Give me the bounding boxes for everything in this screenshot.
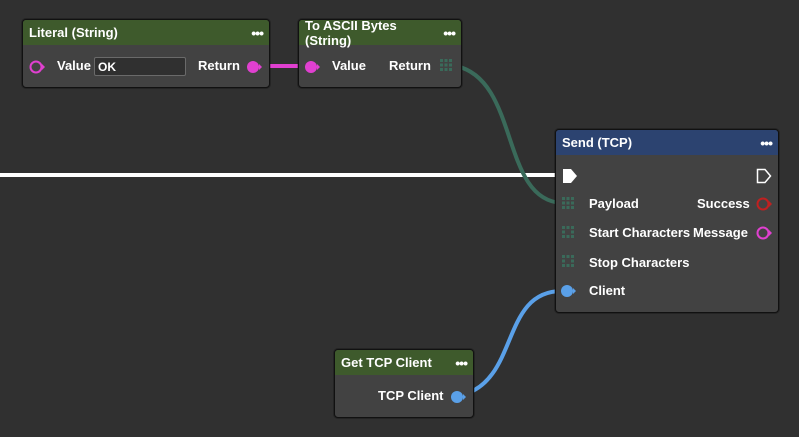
node-send-tcp[interactable]: Send (TCP) ••• Payload Success Start Cha…: [555, 129, 779, 313]
node-header[interactable]: Get TCP Client •••: [335, 350, 473, 375]
node-title: Get TCP Client: [341, 355, 432, 370]
node-header[interactable]: Literal (String) •••: [23, 20, 269, 45]
menu-dots-icon[interactable]: •••: [760, 134, 773, 151]
client-wire[interactable]: [461, 288, 564, 397]
string-output-pin-icon[interactable]: [246, 59, 263, 75]
node-literal-string[interactable]: Literal (String) ••• Value Return: [22, 19, 270, 88]
pin-label-value: Value: [57, 58, 91, 73]
pin-label-return: Return: [389, 58, 431, 73]
string-output-pin-icon[interactable]: [756, 225, 773, 241]
node-title: Send (TCP): [562, 135, 633, 150]
menu-dots-icon[interactable]: •••: [455, 354, 468, 371]
exec-input-arrow-icon[interactable]: [562, 168, 578, 184]
pin-label-success: Success: [697, 196, 750, 211]
pin-label-start-characters: Start Characters: [589, 225, 691, 240]
pin-label-payload: Payload: [589, 196, 639, 211]
node-header[interactable]: To ASCII Bytes (String) •••: [299, 17, 461, 48]
pin-label-return: Return: [198, 58, 240, 73]
bytes-output-pin-icon[interactable]: [439, 58, 453, 72]
bool-output-pin-icon[interactable]: [756, 196, 773, 212]
string-input-pin-icon[interactable]: [304, 59, 321, 75]
node-title: Literal (String): [29, 25, 118, 40]
node-header[interactable]: Send (TCP) •••: [556, 130, 778, 155]
node-to-ascii-bytes[interactable]: To ASCII Bytes (String) ••• Value Return: [298, 17, 462, 88]
bytes-wire[interactable]: [455, 64, 563, 205]
value-input[interactable]: [94, 57, 186, 76]
bytes-input-pin-icon[interactable]: [561, 225, 575, 239]
node-get-tcp-client[interactable]: Get TCP Client ••• TCP Client: [334, 349, 474, 418]
bytes-input-pin-icon[interactable]: [561, 254, 575, 268]
exec-output-arrow-icon[interactable]: [756, 168, 772, 184]
menu-dots-icon[interactable]: •••: [251, 24, 264, 41]
pin-label-client: Client: [589, 283, 626, 298]
client-output-pin-icon[interactable]: [450, 389, 467, 405]
menu-dots-icon[interactable]: •••: [443, 24, 456, 41]
pin-label-message: Message: [693, 225, 748, 240]
bytes-input-pin-icon[interactable]: [561, 196, 575, 210]
pin-label-value: Value: [332, 58, 366, 73]
string-input-pin-icon[interactable]: [29, 59, 45, 75]
client-input-pin-icon[interactable]: [560, 283, 577, 299]
pin-label-stop-characters: Stop Characters: [589, 255, 690, 270]
node-title: To ASCII Bytes (String): [305, 17, 397, 48]
pin-label-tcp-client: TCP Client: [378, 388, 444, 403]
